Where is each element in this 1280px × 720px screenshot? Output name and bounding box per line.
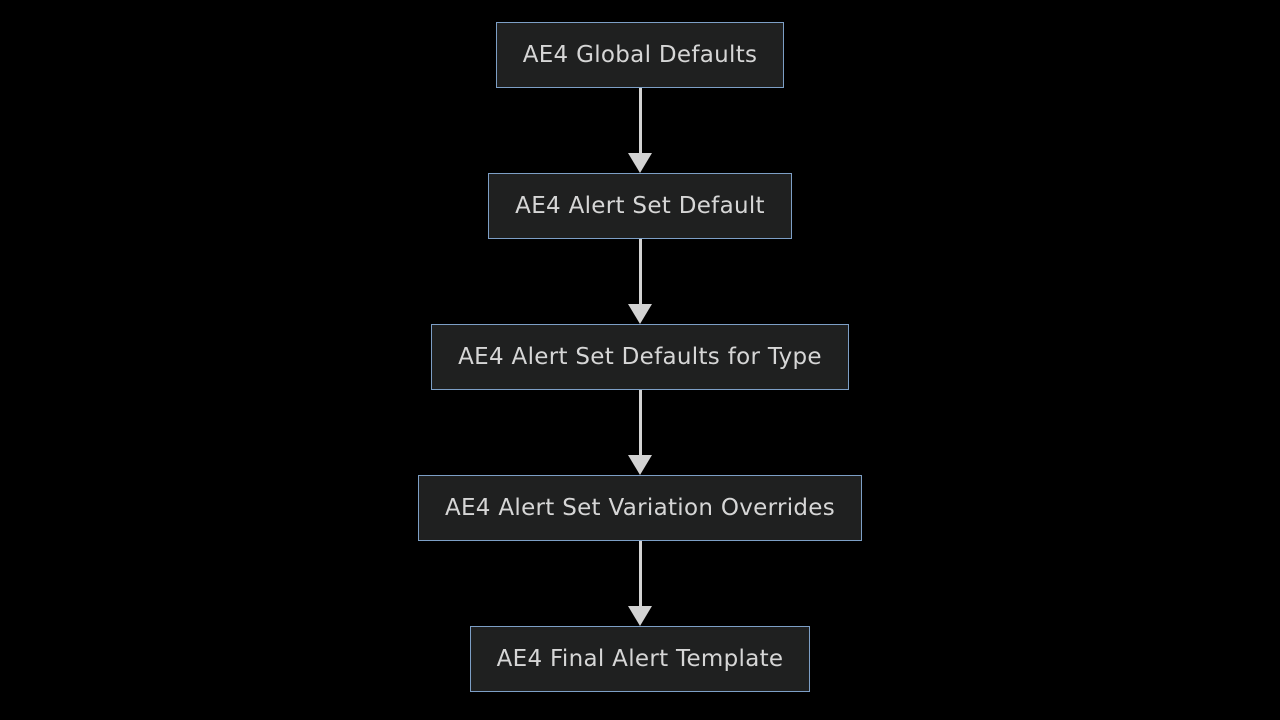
arrow-stem (638, 541, 642, 606)
flow-node-alert-set-default: AE4 Alert Set Default (488, 173, 792, 239)
flow-node-global-defaults: AE4 Global Defaults (495, 22, 785, 88)
arrow-down-icon (628, 390, 652, 475)
flow-node-final-alert-template: AE4 Final Alert Template (469, 626, 811, 692)
arrowhead-icon (628, 153, 652, 173)
arrow-stem (638, 390, 642, 455)
arrow-stem (638, 88, 642, 153)
flow-node-defaults-for-type: AE4 Alert Set Defaults for Type (431, 324, 849, 390)
arrow-down-icon (628, 541, 652, 626)
flow-node-variation-overrides: AE4 Alert Set Variation Overrides (417, 475, 863, 541)
arrowhead-icon (628, 455, 652, 475)
arrow-down-icon (628, 88, 652, 173)
arrow-stem (638, 239, 642, 304)
arrow-down-icon (628, 239, 652, 324)
arrowhead-icon (628, 304, 652, 324)
arrowhead-icon (628, 606, 652, 626)
